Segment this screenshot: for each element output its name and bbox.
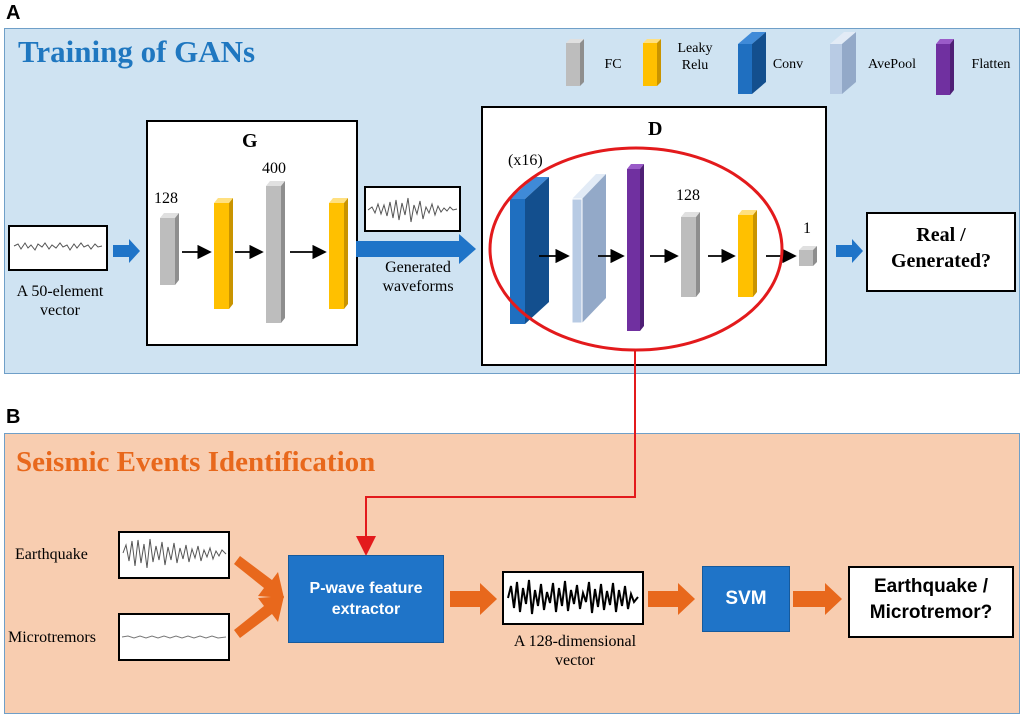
legend-fc-label: FC [604,57,622,72]
d-relu-layer [738,210,757,297]
orange-arrow-svm [793,583,842,615]
d-output-size: 1 [803,220,811,237]
vector-128-label: A 128-dimensional vector [513,633,637,669]
earthquake-waveform [122,538,227,569]
earthquake-microtremor-label: Earthquake / Microtremor? [869,576,993,623]
legend-flatten-block [936,39,954,95]
generator-title: G [242,130,258,152]
blue-arrow-input [113,239,140,263]
generator-box [146,120,358,346]
legend-conv-label: Conv [772,57,804,72]
g-fc2-layer [266,181,285,323]
g-relu1-layer [214,198,233,309]
microtremors-label: Microtremors [8,629,96,646]
g-relu2-layer [329,198,348,309]
feature-vector-waveform [507,579,639,615]
panel-a-title: Training of GANs [18,34,256,69]
generated-waveforms-label: Generated waveforms [382,259,454,295]
orange-arrow-vector [648,583,695,615]
earthquake-microtremor-box [848,566,1014,638]
real-generated-label: Real / Generated? [891,224,991,272]
earthquake-waveform-box [118,531,230,579]
legend-avepool-label: AvePool [868,57,916,72]
earthquake-label: Earthquake [15,546,88,563]
microtremor-waveform [121,635,227,639]
legend-leaky-relu-label: Leaky Relu [677,41,713,73]
legend-fc-block [566,39,584,86]
panel-b-letter: B [6,406,21,428]
orange-arrow-microtremor [234,596,284,638]
legend-leaky-relu-block [643,39,661,86]
real-generated-box [866,212,1016,292]
g-fc2-size: 400 [262,160,286,177]
red-connector [356,350,636,556]
g-fc1-layer [160,213,179,285]
panel-a-letter: A [6,2,21,24]
legend-flatten-label: Flatten [971,57,1011,72]
p-wave-feature-extractor: P-wave feature extractor [288,555,444,643]
panel-b-title: Seismic Events Identification [16,446,376,478]
d-flatten-layer [627,164,644,331]
legend-avepool-block [830,32,856,94]
g-fc1-size: 128 [154,190,178,207]
d-fc-layer [681,212,700,297]
conv-multiplier: (x16) [508,152,543,169]
blue-arrow-output [836,239,863,263]
orange-arrow-earthquake [234,556,284,598]
d-avepool-layer [571,174,606,324]
d-conv-layer [510,177,549,324]
discriminator-title: D [648,118,663,140]
input-waveform [13,242,103,251]
generated-waveform [367,197,458,223]
legend-conv-block [738,32,766,94]
orange-arrow-extractor [450,583,497,615]
input-vector-label: A 50-element vector [16,283,104,319]
blue-arrow-generated [356,234,476,264]
d-output-layer [799,246,817,266]
d-fc-size: 128 [676,187,700,204]
svm-box: SVM [702,566,790,632]
